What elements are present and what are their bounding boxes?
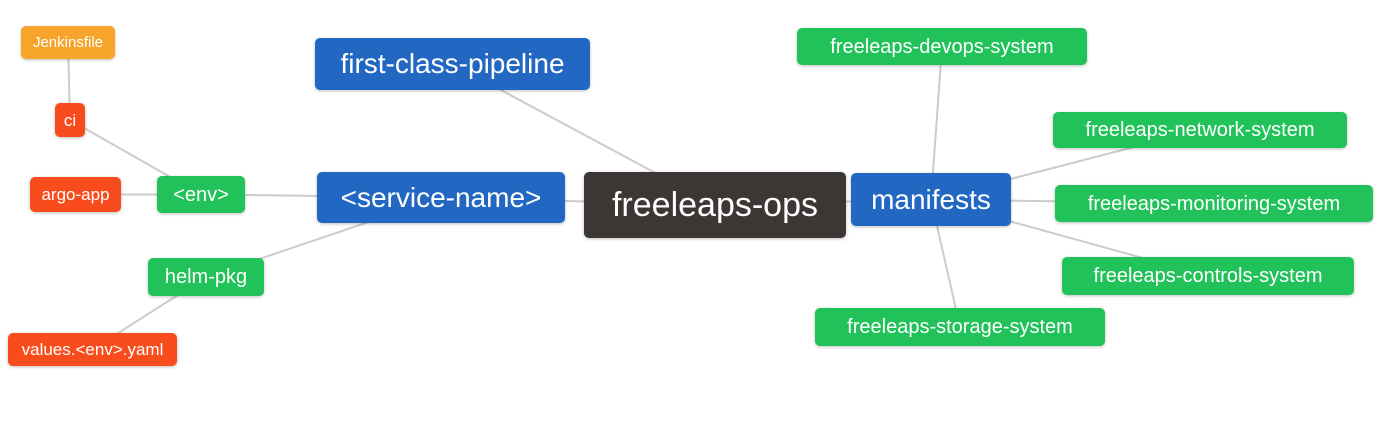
- node-freeleaps-network-system[interactable]: freeleaps-network-system: [1053, 112, 1347, 148]
- node-jenkinsfile[interactable]: Jenkinsfile: [21, 26, 115, 59]
- node-first-class-pipeline[interactable]: first-class-pipeline: [315, 38, 590, 90]
- node-service-name[interactable]: <service-name>: [317, 172, 565, 223]
- node-env[interactable]: <env>: [157, 176, 245, 213]
- node-ci[interactable]: ci: [55, 103, 85, 137]
- node-freeleaps-ops[interactable]: freeleaps-ops: [584, 172, 846, 238]
- node-freeleaps-monitoring-system[interactable]: freeleaps-monitoring-system: [1055, 185, 1373, 222]
- node-freeleaps-controls-system[interactable]: freeleaps-controls-system: [1062, 257, 1354, 295]
- node-manifests[interactable]: manifests: [851, 173, 1011, 226]
- node-freeleaps-devops-system[interactable]: freeleaps-devops-system: [797, 28, 1087, 65]
- node-values-env-yaml[interactable]: values.<env>.yaml: [8, 333, 177, 366]
- node-freeleaps-storage-system[interactable]: freeleaps-storage-system: [815, 308, 1105, 346]
- node-helm-pkg[interactable]: helm-pkg: [148, 258, 264, 296]
- node-argo-app[interactable]: argo-app: [30, 177, 121, 212]
